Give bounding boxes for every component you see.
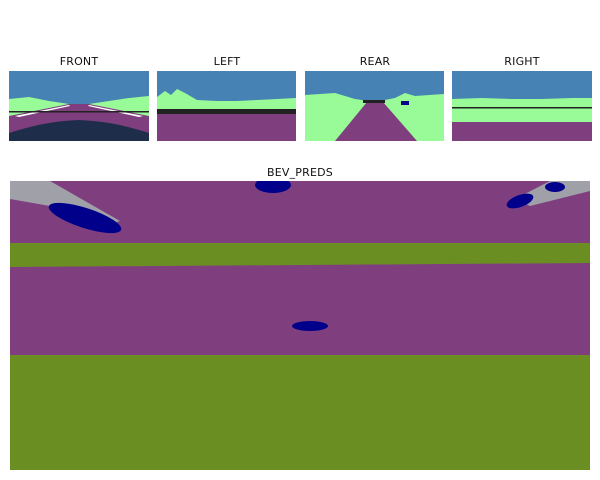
front-camera-title: FRONT: [59, 55, 99, 68]
left-camera-view: [157, 71, 296, 141]
road-region: [157, 114, 296, 141]
vehicle: [255, 181, 291, 193]
rear-camera-view: [305, 71, 444, 141]
vehicle: [48, 202, 122, 234]
terrain-region: [515, 181, 590, 206]
structure: [9, 111, 149, 113]
bev-preds-map: [10, 181, 590, 470]
bev-preds-title: BEV_PREDS: [266, 166, 333, 179]
structure: [157, 109, 296, 114]
rear-camera-title: REAR: [359, 55, 391, 68]
sidewalk-region: [10, 243, 590, 267]
right-camera-view: [452, 71, 592, 141]
vehicle: [545, 182, 565, 192]
road-region: [335, 102, 417, 141]
left-camera-title: LEFT: [213, 55, 241, 68]
road-region: [452, 122, 592, 141]
sidewalk-region: [10, 355, 590, 470]
structure: [363, 100, 385, 103]
vehicle: [401, 101, 409, 105]
ego-hood: [9, 120, 149, 141]
vehicle: [506, 193, 534, 209]
structure: [452, 107, 592, 109]
vehicle: [292, 321, 328, 331]
front-camera-view: [9, 71, 149, 141]
right-camera-title: RIGHT: [504, 55, 540, 68]
